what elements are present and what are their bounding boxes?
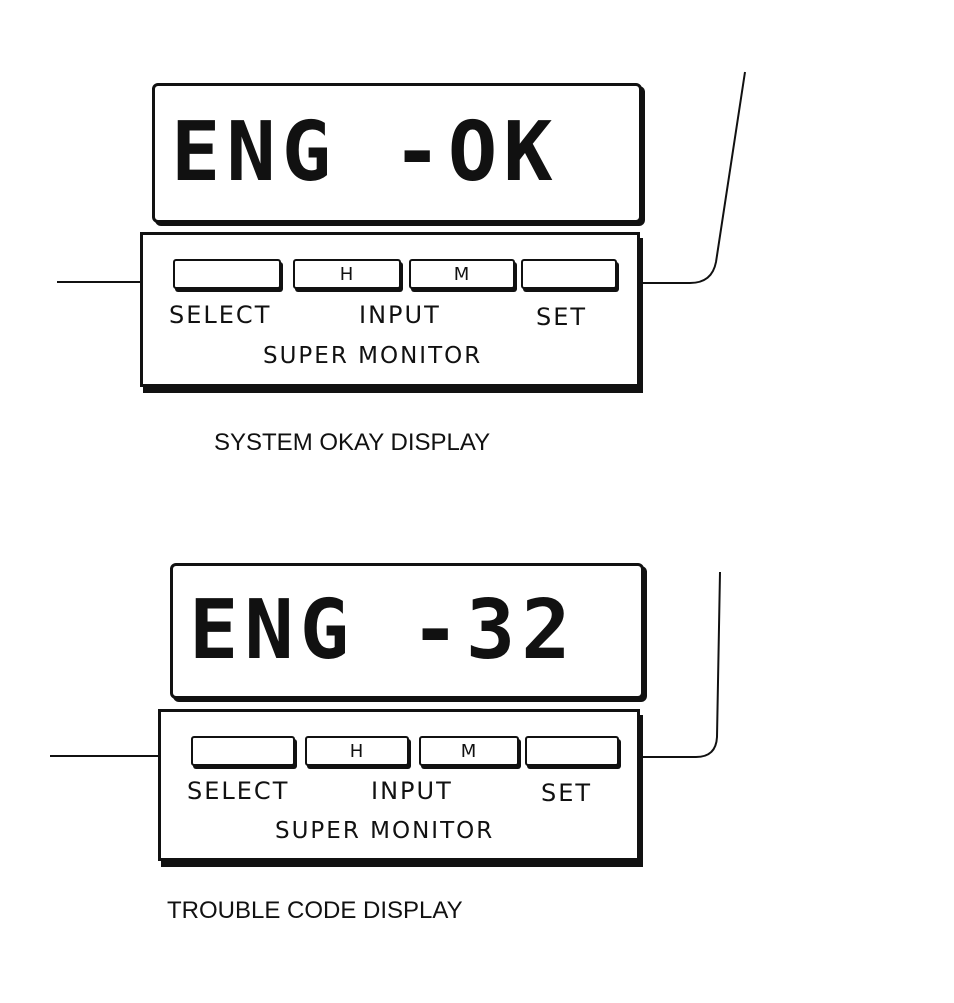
select-label: SELECT [187, 777, 290, 805]
minute-button[interactable]: M [419, 736, 519, 766]
lcd-display: ENG -OK [152, 83, 642, 223]
minute-button[interactable]: M [409, 259, 515, 289]
input-label: INPUT [359, 301, 441, 329]
select-label: SELECT [169, 301, 272, 329]
display-text: ENG -32 [189, 583, 577, 678]
control-panel: H M SELECT INPUT SET SUPER MONITOR [140, 232, 640, 387]
right-wire [640, 71, 746, 284]
display-caption: TROUBLE CODE DISPLAY [167, 897, 463, 924]
right-wire [640, 571, 721, 758]
control-panel: H M SELECT INPUT SET SUPER MONITOR [158, 709, 640, 861]
super-monitor-title: SUPER MONITOR [263, 343, 483, 369]
hour-button[interactable]: H [293, 259, 401, 289]
display-caption: SYSTEM OKAY DISPLAY [214, 429, 491, 456]
select-button[interactable] [173, 259, 281, 289]
hour-button[interactable]: H [305, 736, 409, 766]
display-text: ENG -OK [171, 105, 559, 200]
lcd-display: ENG -32 [170, 563, 644, 699]
set-button[interactable] [525, 736, 619, 766]
set-label: SET [541, 779, 593, 807]
super-monitor-title: SUPER MONITOR [275, 818, 495, 844]
input-label: INPUT [371, 777, 453, 805]
set-button[interactable] [521, 259, 617, 289]
set-label: SET [536, 303, 588, 331]
select-button[interactable] [191, 736, 295, 766]
